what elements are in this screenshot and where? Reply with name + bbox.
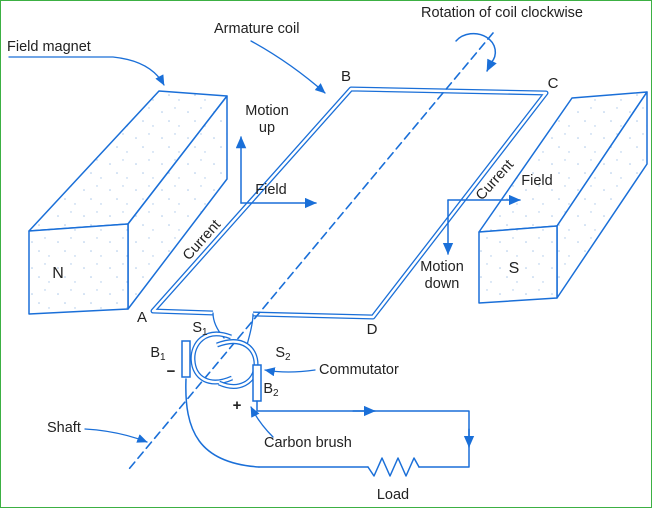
field-magnet-right: S <box>478 91 648 304</box>
brushes: B1 − B2 + <box>150 340 279 414</box>
commutator-label: Commutator <box>319 362 399 378</box>
field-left-label: Field <box>255 182 286 198</box>
field-magnet-leader-arrow <box>8 56 165 86</box>
carbon-brush-left <box>181 340 191 378</box>
vertex-c-label: C <box>548 75 559 92</box>
circuit-wire-left-curve <box>185 378 260 468</box>
field-right-label: Field <box>521 173 552 189</box>
brush-b1-label: B1 <box>150 345 166 363</box>
field-magnet-label: Field magnet <box>7 39 91 55</box>
rotation-arrow <box>455 32 497 72</box>
rotation-label: Rotation of coil clockwise <box>421 5 583 21</box>
pole-s-label: S <box>509 260 520 277</box>
shaft-label: Shaft <box>47 420 81 436</box>
brush-negative-sign: − <box>167 363 176 380</box>
field-magnet-left: N <box>28 90 228 315</box>
armature-coil-label: Armature coil <box>214 21 299 37</box>
vertex-b-label: B <box>341 68 351 85</box>
brush-positive-sign: + <box>233 397 242 414</box>
segment-s1-label: S1 <box>192 320 208 338</box>
commutator-leader-arrow <box>264 367 316 377</box>
armature-coil-leader-arrow <box>250 40 326 94</box>
carbon-brush-callout: Carbon brush <box>250 406 352 451</box>
armature-coil-callout: Armature coil <box>214 21 326 94</box>
vertex-d-label: D <box>367 321 378 338</box>
coil-lead-right <box>246 313 254 346</box>
coil-corner-labels: A B C D <box>137 68 559 338</box>
motion-down-label-line2: down <box>425 276 460 292</box>
shaft-axis-line <box>128 32 494 470</box>
carbon-brush-leader-arrow <box>250 406 274 438</box>
shaft-leader-arrow <box>84 428 148 443</box>
carbon-brush-label: Carbon brush <box>264 435 352 451</box>
coil-wire-inner <box>151 87 548 319</box>
external-circuit: Load <box>185 378 475 503</box>
field-magnet-callout: Field magnet <box>7 39 165 86</box>
rotation-indicator: Rotation of coil clockwise <box>421 5 583 72</box>
circuit-wire-right <box>256 400 470 468</box>
magnet-left-front-face <box>28 223 129 315</box>
carbon-brush-right <box>252 364 262 402</box>
shaft-callout: Shaft <box>47 420 148 443</box>
motion-down-label-line1: Motion <box>420 259 464 275</box>
load-resistor <box>367 457 420 477</box>
load-label: Load <box>377 487 409 503</box>
motion-up-label-line1: Motion <box>245 103 289 119</box>
commutator-callout: Commutator <box>264 362 399 378</box>
pole-n-label: N <box>52 265 64 282</box>
vertex-a-label: A <box>137 309 147 326</box>
commutator-segment-left-inner <box>191 332 233 384</box>
segment-s2-label: S2 <box>275 345 291 363</box>
brush-b2-label: B2 <box>263 381 279 399</box>
motion-up-label-line2: up <box>259 120 275 136</box>
magnet-right-front-face <box>478 225 558 304</box>
